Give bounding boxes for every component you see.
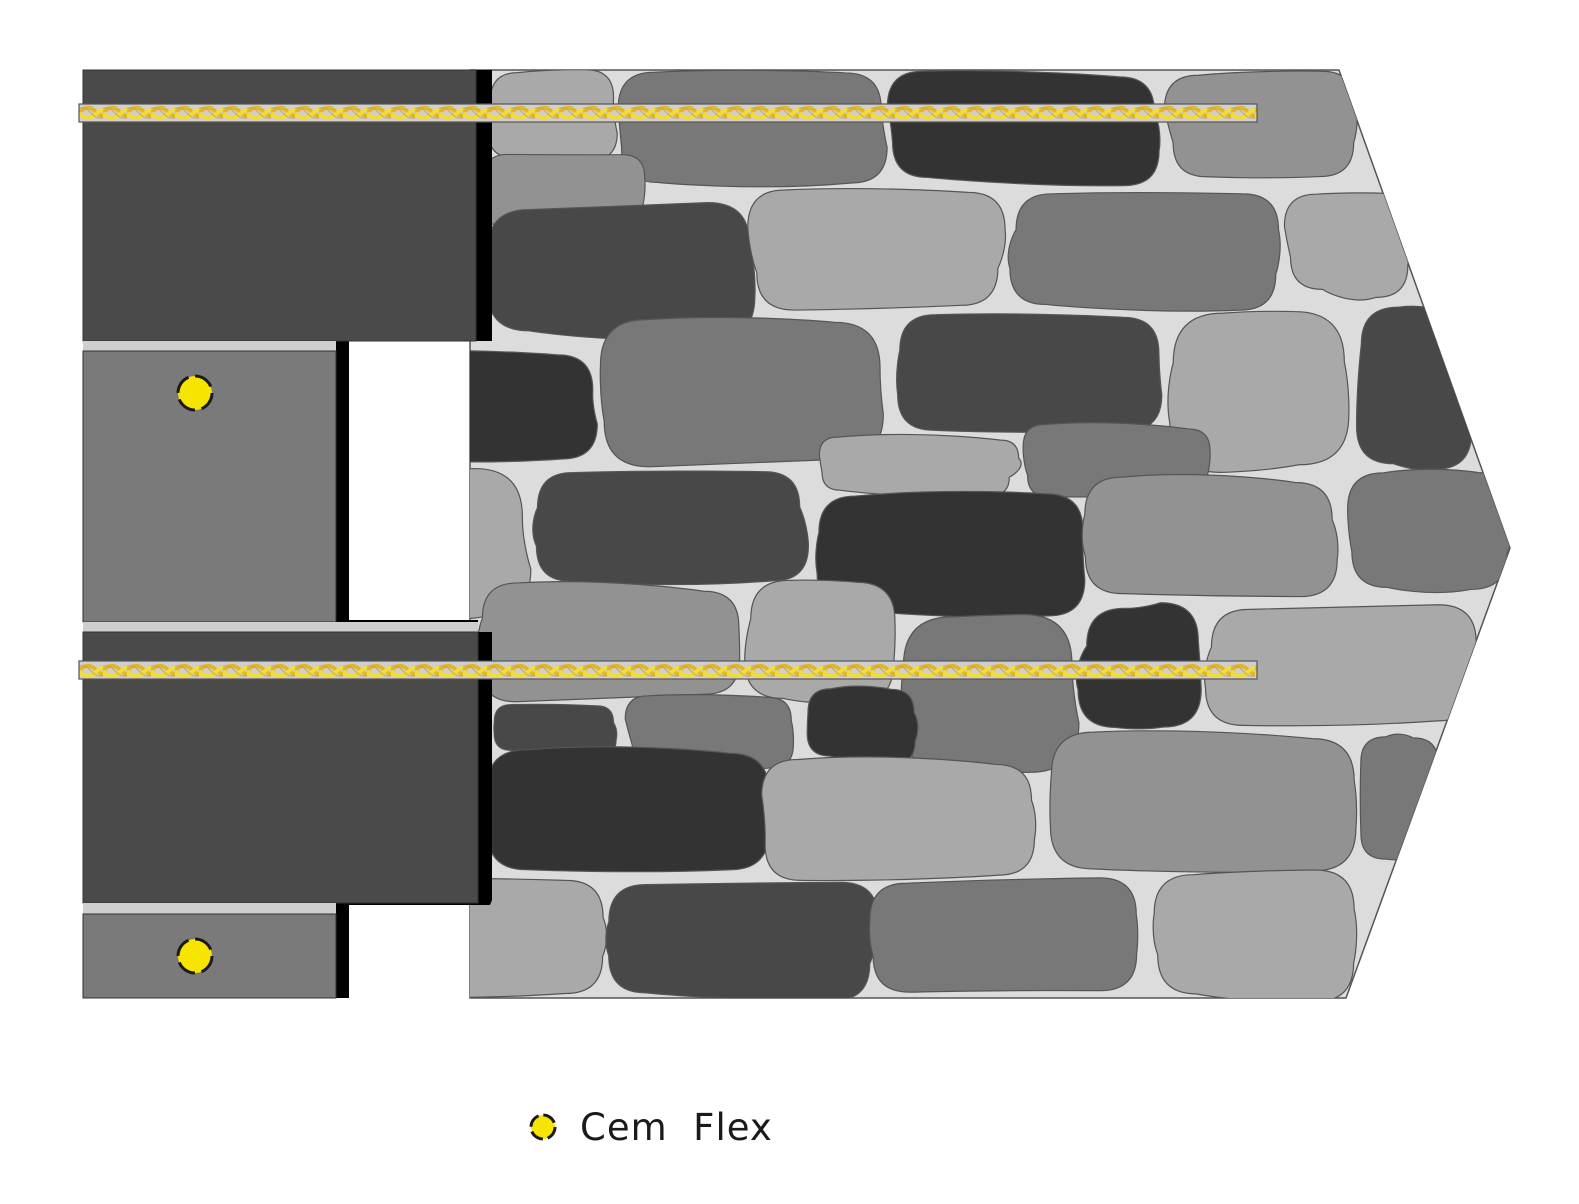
- cem-flex-dowel-icon: [529, 1113, 557, 1141]
- stone: [886, 70, 1161, 187]
- cem-flex-dowel: [176, 937, 214, 975]
- stone: [1204, 604, 1478, 727]
- stone: [1081, 473, 1339, 598]
- stone: [818, 433, 1022, 498]
- stone: [806, 685, 919, 766]
- stone: [761, 756, 1037, 882]
- stone: [1049, 730, 1358, 873]
- bond-course-2: [83, 622, 478, 632]
- stone: [476, 581, 741, 703]
- stone: [868, 877, 1139, 993]
- stone: [485, 746, 771, 873]
- stone: [1283, 192, 1412, 301]
- stone: [1355, 305, 1476, 471]
- twisted-tie-rod: [78, 660, 1258, 680]
- stone: [617, 70, 888, 188]
- bond-course-3: [83, 903, 336, 914]
- stone: [1152, 869, 1358, 998]
- stone: [605, 881, 879, 998]
- stone: [1163, 70, 1358, 179]
- stone: [815, 490, 1086, 618]
- stone: [1347, 468, 1510, 594]
- stone: [744, 579, 896, 705]
- stone: [896, 313, 1163, 433]
- stone: [532, 470, 810, 586]
- stone: [900, 613, 1080, 774]
- bond-course-1: [83, 341, 336, 351]
- twisted-tie-rod: [78, 103, 1258, 123]
- stone: [1007, 191, 1281, 312]
- stone: [470, 350, 598, 463]
- stone: [470, 876, 608, 998]
- stone: [1359, 733, 1443, 861]
- stone: [747, 188, 1007, 311]
- cem-flex-dowel: [176, 374, 214, 412]
- legend-label: Cem Flex: [580, 1105, 773, 1149]
- stone: [1167, 310, 1350, 473]
- legend: Cem Flex: [528, 1102, 773, 1152]
